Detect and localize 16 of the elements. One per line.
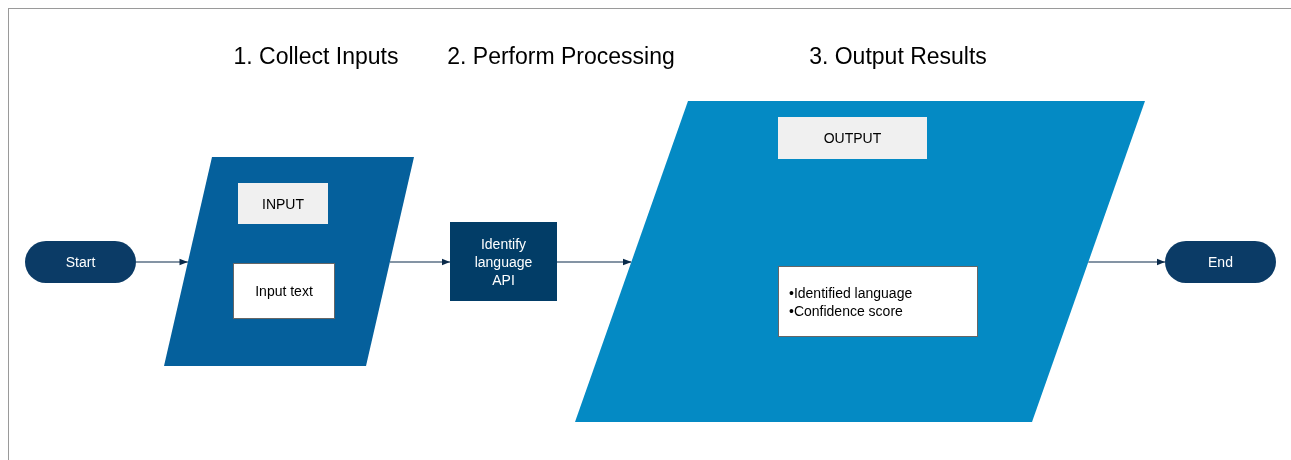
start-terminal: Start xyxy=(25,241,136,283)
step-heading: 3. Output Results xyxy=(809,43,987,70)
process-box: Identify language API xyxy=(450,222,557,301)
output-heading: OUTPUT xyxy=(778,117,927,159)
input-parallelogram xyxy=(164,157,414,366)
input-text-box: Input text xyxy=(233,263,335,319)
input-heading: INPUT xyxy=(238,183,328,224)
arrow xyxy=(1087,258,1166,266)
arrow xyxy=(135,258,189,266)
output-parallelogram xyxy=(575,101,1145,422)
arrow xyxy=(389,258,451,266)
arrow xyxy=(556,258,632,266)
step-heading: 1. Collect Inputs xyxy=(233,43,399,70)
output-list-box: •Identified language •Confidence score xyxy=(778,266,978,337)
step-heading: 2. Perform Processing xyxy=(447,43,675,70)
end-terminal: End xyxy=(1165,241,1276,283)
